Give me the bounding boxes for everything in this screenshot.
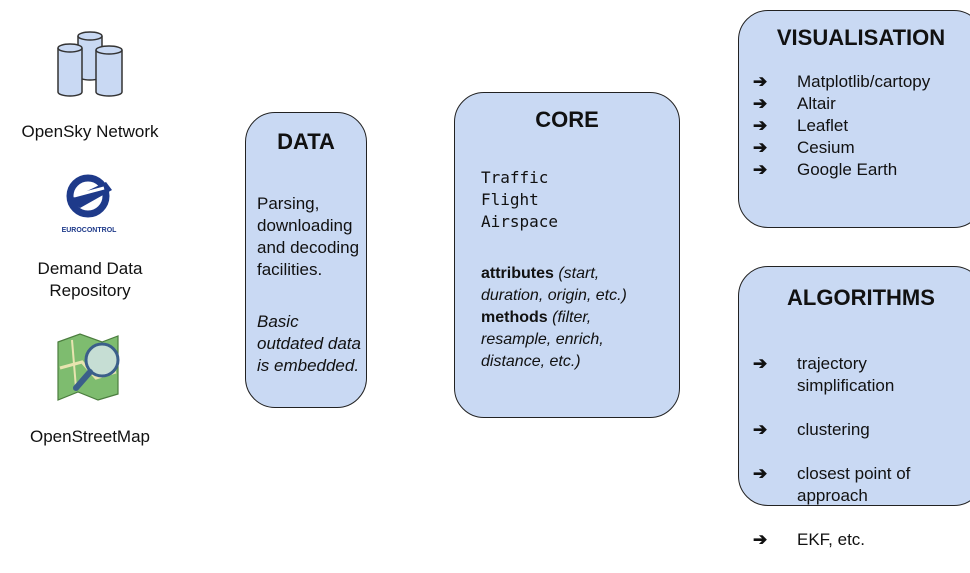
eurocontrol-logo-text: EUROCONTROL [62, 227, 118, 234]
arrow-icon: ➔ [753, 116, 768, 135]
core-box: CORE Traffic Flight Airspace attributes … [454, 92, 680, 418]
core-attributes-label: attributes [481, 265, 554, 282]
algorithms-box-title: ALGORITHMS [787, 285, 935, 310]
visualisation-box: VISUALISATION ➔Matplotlib/cartopy ➔Altai… [738, 10, 970, 228]
source-label-opensky: OpenSky Network [21, 122, 159, 141]
arrow-icon: ➔ [753, 72, 768, 91]
arrow-icon: ➔ [753, 420, 768, 439]
source-label-ddr: Demand Data Repository [37, 259, 143, 300]
arrow-icon: ➔ [753, 464, 768, 483]
core-methods-label: methods [481, 309, 548, 326]
visualisation-box-title: VISUALISATION [776, 25, 946, 50]
arrow-icon: ➔ [753, 530, 768, 549]
core-class-traffic: Traffic [481, 168, 549, 187]
arrow-icon: ➔ [753, 138, 768, 157]
algorithms-item: ➔EKF, etc. [753, 530, 866, 549]
core-attributes-detail: (start, duration, origin, etc.) [481, 265, 627, 304]
visualisation-item: ➔Altair [753, 94, 836, 113]
visualisation-item: ➔Google Earth [753, 160, 898, 179]
algorithms-list: ➔trajectory simplification ➔clustering ➔… [739, 331, 970, 573]
core-class-flight: Flight [481, 190, 539, 209]
core-methods-detail: (filter, resample, enrich, distance, etc… [481, 309, 604, 370]
core-attributes: attributes (start, duration, origin, etc… [481, 263, 627, 373]
core-class-airspace: Airspace [481, 212, 559, 231]
data-box-title: DATA [277, 129, 335, 154]
algorithms-item: ➔clustering [753, 420, 870, 439]
algorithms-box: ALGORITHMS ➔trajectory simplification ➔c… [738, 266, 970, 549]
data-box: DATA Parsing, downloading and decoding f… [245, 112, 367, 408]
arrow-icon: ➔ [753, 160, 768, 179]
eurocontrol-logo: EUROCONTROL [62, 174, 118, 234]
arrow-icon: ➔ [753, 94, 768, 113]
visualisation-item: ➔Matplotlib/cartopy [753, 72, 931, 91]
visualisation-item: ➔Cesium [753, 138, 855, 157]
database-cylinders-icon [57, 31, 123, 97]
core-box-title: CORE [535, 107, 599, 132]
data-box-text: Parsing, downloading and decoding facili… [257, 194, 360, 279]
arrow-icon: ➔ [753, 354, 768, 373]
source-label-osm: OpenStreetMap [29, 427, 150, 446]
algorithms-item: ➔trajectory simplification [753, 354, 895, 395]
core-class-list: Traffic Flight Airspace [481, 167, 558, 233]
openstreetmap-logo [57, 333, 120, 401]
algorithms-item: ➔closest point of approach [753, 464, 911, 505]
data-box-embedded-text: Basic outdated data is embedded. [257, 312, 361, 375]
visualisation-list: ➔Matplotlib/cartopy ➔Altair ➔Leaflet ➔Ce… [739, 71, 970, 181]
visualisation-item: ➔Leaflet [753, 116, 849, 135]
